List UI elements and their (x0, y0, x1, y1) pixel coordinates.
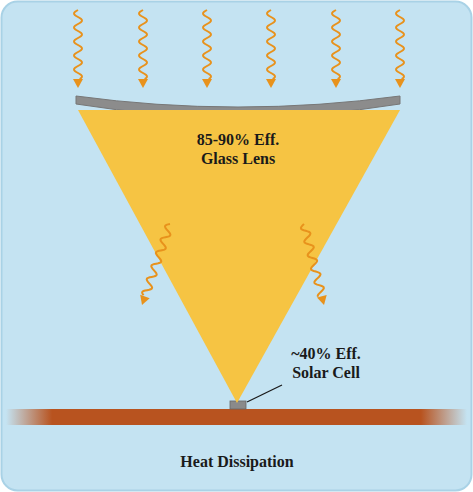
sun-ray (139, 10, 147, 79)
solar-cell (230, 401, 246, 409)
sun-ray-head (73, 79, 83, 88)
sun-ray (203, 10, 211, 79)
sun-rays (73, 10, 405, 88)
sun-ray (74, 10, 82, 79)
reflected-ray-head (317, 295, 327, 305)
sun-ray-head (266, 79, 276, 88)
cell-label: ~40% Eff. Solar Cell (276, 344, 376, 382)
reflected-ray (142, 224, 170, 295)
light-cone: 85-90% Eff. Glass Lens (72, 100, 404, 410)
sun-ray (332, 10, 340, 79)
light-cone-shape (78, 110, 400, 403)
reflected-ray-head (140, 295, 149, 305)
sun-ray (267, 10, 275, 79)
sun-ray-head (202, 79, 212, 88)
heat-label: Heat Dissipation (137, 452, 337, 471)
sun-ray-head (395, 79, 405, 88)
sun-ray-head (138, 79, 148, 88)
heat-sink-bar (6, 409, 467, 425)
sun-ray-head (331, 79, 341, 88)
sun-ray (396, 10, 404, 79)
lens-label: 85-90% Eff. Glass Lens (182, 130, 294, 168)
reflected-ray (301, 224, 324, 297)
leader-line (247, 385, 282, 402)
